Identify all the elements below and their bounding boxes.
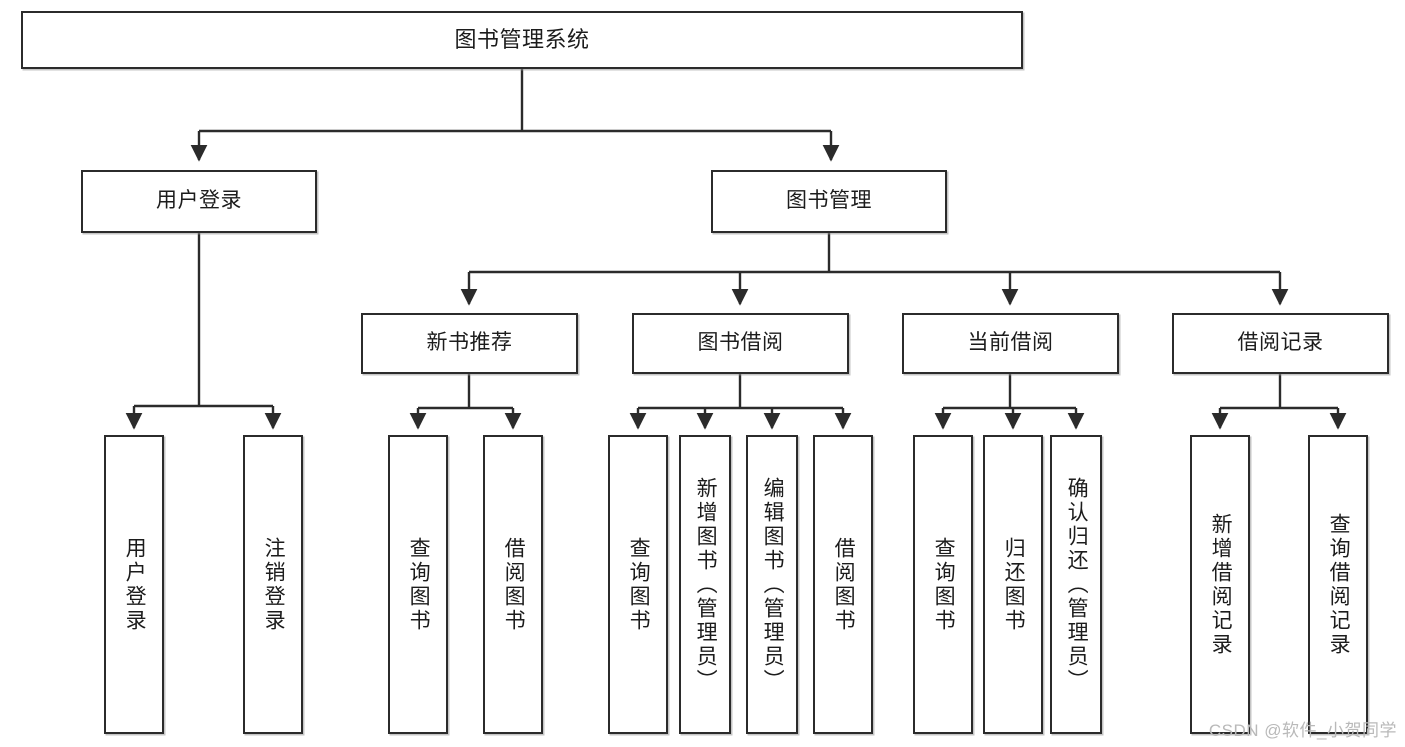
node-label: 新增借阅记录 <box>1209 512 1233 657</box>
node-label: 当前借阅 <box>967 331 1054 355</box>
node-leaf-edit-book[interactable]: 编辑图书（管理员） <box>746 435 798 734</box>
node-label: 图书管理 <box>786 189 872 213</box>
node-label: 图书借阅 <box>697 331 784 355</box>
node-leaf-add-book[interactable]: 新增图书（管理员） <box>679 435 731 734</box>
node-label: 查询图书 <box>627 536 651 633</box>
watermark-text: CSDN @软件_小贺同学 <box>1208 721 1397 740</box>
node-leaf-confirm-return[interactable]: 确认归还（管理员） <box>1050 435 1102 734</box>
node-book-manage[interactable]: 图书管理 <box>711 170 947 233</box>
node-leaf-user-login[interactable]: 用户登录 <box>104 435 164 734</box>
node-leaf-logout[interactable]: 注销登录 <box>243 435 303 734</box>
node-label: 借阅记录 <box>1237 331 1324 355</box>
node-label: 借阅图书 <box>832 536 856 633</box>
node-root[interactable]: 图书管理系统 <box>21 11 1023 69</box>
node-label: 用户登录 <box>156 189 242 213</box>
node-borrow-record[interactable]: 借阅记录 <box>1172 313 1389 374</box>
node-label: 编辑图书（管理员） <box>761 476 785 693</box>
node-leaf-query-book-3[interactable]: 查询图书 <box>913 435 973 734</box>
node-label: 归还图书 <box>1002 536 1026 633</box>
node-label: 查询图书 <box>407 536 431 633</box>
node-leaf-borrow-book-1[interactable]: 借阅图书 <box>483 435 543 734</box>
node-leaf-return-book[interactable]: 归还图书 <box>983 435 1043 734</box>
node-label: 新增图书（管理员） <box>694 476 718 693</box>
node-new-book-recommend[interactable]: 新书推荐 <box>361 313 578 374</box>
node-leaf-query-book-1[interactable]: 查询图书 <box>388 435 448 734</box>
node-user-login[interactable]: 用户登录 <box>81 170 317 233</box>
node-label: 注销登录 <box>262 536 286 633</box>
node-label: 新书推荐 <box>426 331 513 355</box>
node-label: 图书管理系统 <box>454 27 590 53</box>
node-label: 借阅图书 <box>502 536 526 633</box>
node-book-borrow[interactable]: 图书借阅 <box>632 313 849 374</box>
node-leaf-query-book-2[interactable]: 查询图书 <box>608 435 668 734</box>
node-leaf-borrow-book-2[interactable]: 借阅图书 <box>813 435 873 734</box>
node-label: 查询图书 <box>932 536 956 633</box>
node-label: 查询借阅记录 <box>1327 512 1351 657</box>
node-current-borrow[interactable]: 当前借阅 <box>902 313 1119 374</box>
node-leaf-add-record[interactable]: 新增借阅记录 <box>1190 435 1250 734</box>
node-label: 确认归还（管理员） <box>1065 476 1089 693</box>
node-label: 用户登录 <box>123 536 147 633</box>
node-leaf-query-record[interactable]: 查询借阅记录 <box>1308 435 1368 734</box>
